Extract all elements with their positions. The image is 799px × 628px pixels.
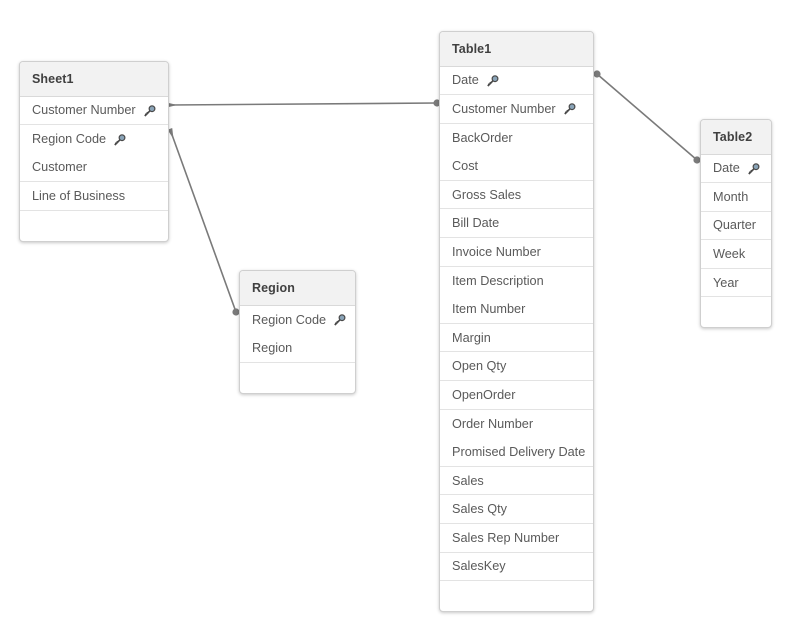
field-row[interactable]: SalesKey — [440, 553, 593, 582]
association-link[interactable] — [166, 99, 441, 108]
field-label: Bill Date — [452, 216, 500, 231]
field-row[interactable]: Order Number — [440, 410, 593, 439]
field-label: Order Number — [452, 416, 534, 431]
field-row[interactable]: Region Code — [240, 306, 355, 335]
field-row[interactable]: Customer — [20, 154, 168, 183]
field-label: Invoice Number — [452, 244, 541, 259]
field-row[interactable]: Sales Qty — [440, 495, 593, 524]
field-label: Promised Delivery Date — [452, 445, 586, 460]
field-label: OpenOrder — [452, 387, 516, 402]
field-label: Sales Qty — [452, 502, 507, 517]
field-label: Region Code — [32, 132, 107, 147]
field-row[interactable]: Quarter — [701, 212, 771, 241]
field-label: Region — [252, 340, 293, 355]
table-title-region: Region — [240, 271, 355, 306]
field-row-empty — [20, 211, 168, 241]
field-label: Item Description — [452, 273, 544, 288]
key-icon — [333, 314, 346, 327]
association-link[interactable] — [593, 70, 701, 164]
field-row[interactable]: Invoice Number — [440, 238, 593, 267]
field-label: SalesKey — [452, 559, 506, 574]
field-row[interactable]: Promised Delivery Date — [440, 438, 593, 467]
field-label: Region Code — [252, 312, 327, 327]
table-title-table1: Table1 — [440, 32, 593, 67]
field-row[interactable]: OpenOrder — [440, 381, 593, 410]
field-label: Week — [713, 247, 746, 262]
field-row[interactable]: Sales Rep Number — [440, 524, 593, 553]
field-row[interactable]: Customer Number — [440, 95, 593, 124]
key-icon — [486, 75, 499, 88]
field-row[interactable]: BackOrder — [440, 124, 593, 153]
field-label: Item Number — [452, 302, 526, 317]
field-label: Customer Number — [32, 103, 136, 118]
field-label: Customer Number — [452, 101, 556, 116]
field-row[interactable]: Customer Number — [20, 97, 168, 126]
field-row[interactable]: Date — [701, 155, 771, 184]
field-row[interactable]: Sales — [440, 467, 593, 496]
key-icon — [563, 103, 576, 116]
field-row[interactable]: Margin — [440, 324, 593, 353]
field-row[interactable]: Year — [701, 269, 771, 298]
field-label: Date — [713, 161, 740, 176]
field-row[interactable]: Open Qty — [440, 352, 593, 382]
field-label: BackOrder — [452, 130, 513, 145]
field-label: Quarter — [713, 218, 757, 233]
field-label: Open Qty — [452, 359, 507, 374]
key-icon — [143, 105, 156, 118]
field-label: Sales — [452, 473, 484, 488]
field-row[interactable]: Week — [701, 240, 771, 269]
field-label: Cost — [452, 159, 479, 174]
field-row[interactable]: Item Description — [440, 267, 593, 296]
table-title-table2: Table2 — [701, 120, 771, 155]
field-label: Sales Rep Number — [452, 530, 560, 545]
key-icon — [113, 134, 126, 147]
field-row-empty — [240, 363, 355, 393]
field-label: Year — [713, 275, 739, 290]
field-label: Line of Business — [32, 189, 126, 204]
field-row[interactable]: Gross Sales — [440, 181, 593, 210]
table-title-sheet1: Sheet1 — [20, 62, 168, 97]
field-row[interactable]: Line of Business — [20, 182, 168, 211]
field-label: Date — [452, 73, 479, 88]
link-endpoint-dot — [593, 70, 601, 78]
field-label: Customer — [32, 160, 87, 175]
field-row[interactable]: Cost — [440, 152, 593, 181]
field-row[interactable]: Region — [240, 334, 355, 363]
association-link[interactable] — [167, 127, 240, 316]
field-row-empty — [701, 297, 771, 327]
field-label: Month — [713, 189, 749, 204]
key-icon — [747, 163, 760, 176]
field-row[interactable]: Bill Date — [440, 209, 593, 239]
field-label: Margin — [452, 330, 491, 345]
field-row[interactable]: Month — [701, 183, 771, 212]
field-row[interactable]: Region Code — [20, 125, 168, 154]
field-row[interactable]: Item Number — [440, 295, 593, 324]
field-row[interactable]: Date — [440, 67, 593, 96]
field-label: Gross Sales — [452, 187, 522, 202]
field-row-empty — [440, 581, 593, 611]
